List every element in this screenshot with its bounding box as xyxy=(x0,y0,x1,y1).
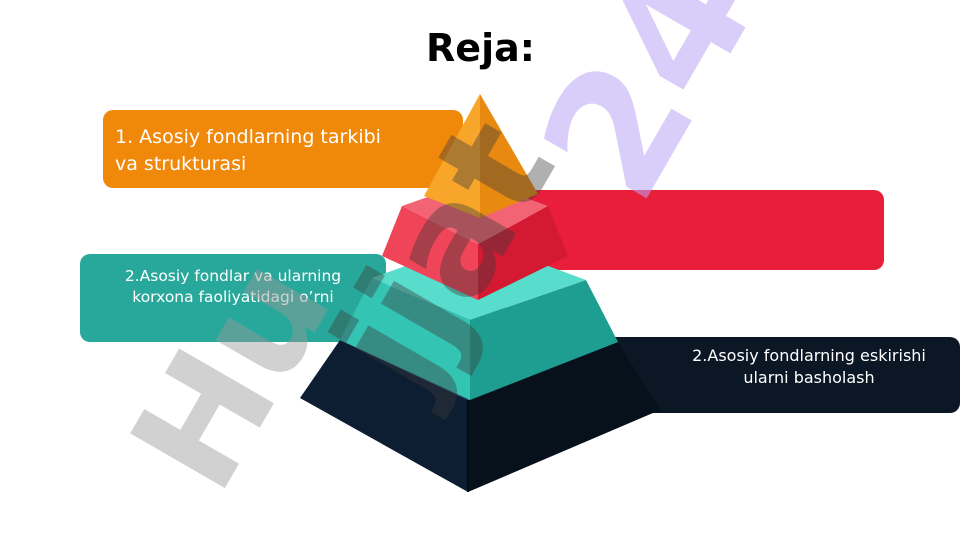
plan-item-2-box xyxy=(528,190,884,270)
plan-item-4-line-2: ularni basholash xyxy=(743,368,875,387)
plan-item-4-box: 2.Asosiy fondlarning eskirishi ularni ba… xyxy=(586,337,960,413)
plan-item-1-box: 1. Asosiy fondlarning tarkibi va struktu… xyxy=(103,110,463,188)
pyramid-layer-2-left xyxy=(382,206,478,300)
pyramid-layer-3-left xyxy=(340,278,470,400)
pyramid-layer-4-left xyxy=(300,340,468,492)
plan-item-3-line-2: korxona faoliyatidagi o’rni xyxy=(132,288,334,306)
plan-item-1-line-2: va strukturasi xyxy=(115,153,247,175)
pyramid-apex-right xyxy=(480,94,538,218)
pyramid-layer-2-right xyxy=(478,206,568,300)
plan-item-3-line-1: 2.Asosiy fondlar va ularning xyxy=(124,267,342,285)
pyramid-apex-left xyxy=(424,94,480,218)
pyramid-layer-4-right xyxy=(468,342,660,492)
slide-title: Reja: xyxy=(426,26,535,70)
plan-item-1-line-1: 1. Asosiy fondlarning tarkibi xyxy=(115,126,381,148)
plan-item-3-box: 2.Asosiy fondlar va ularning korxona fao… xyxy=(80,254,386,342)
pyramid-layer-3-right xyxy=(470,280,618,400)
plan-item-4-line-1: 2.Asosiy fondlarning eskirishi xyxy=(692,346,926,365)
